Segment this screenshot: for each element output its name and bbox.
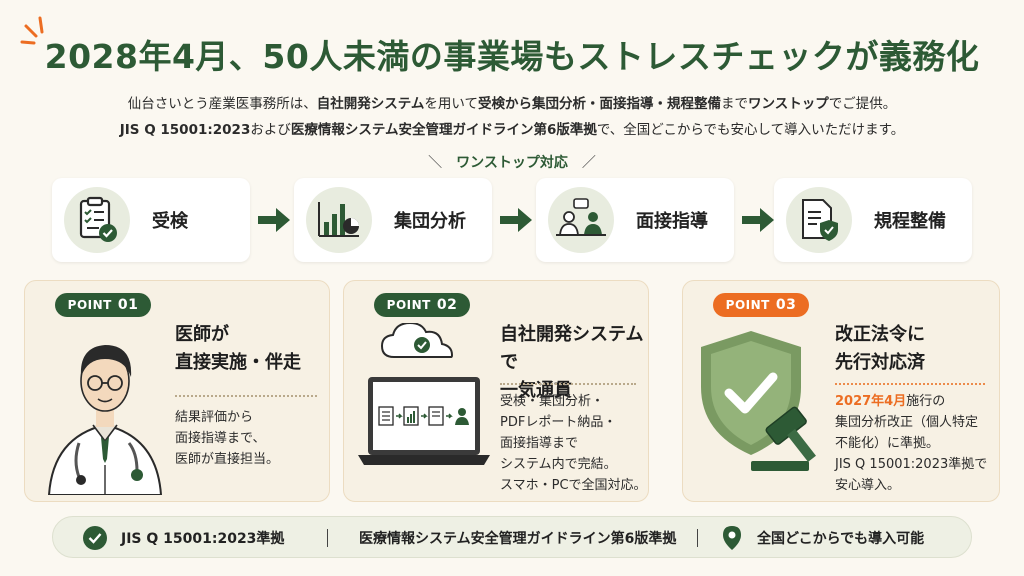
page-title: 2028年4月、50人未満の事業場もストレスチェックが義務化: [0, 30, 1024, 78]
point-title-line: 先行対応済: [835, 352, 925, 373]
subtitle-line1: 仙台さいとう産業医事務所は、自社開発システムを用いて受検から集団分析・面接指導・…: [0, 92, 1024, 112]
point-text: 2027年4月施行の 集団分析改正（個人特定 不能化）に準拠。 JIS Q 15…: [835, 391, 987, 496]
subtitle-text: でご提供。: [828, 96, 897, 112]
step-label: 受検: [152, 211, 188, 232]
arrow-right-icon: [500, 208, 532, 232]
point-title-line: 医師が: [175, 324, 229, 345]
subtitle-emphasis: ワンストップ: [747, 96, 829, 112]
compliance-label: 医療情報システム安全管理ガイドライン第6版準拠: [359, 531, 677, 547]
slash-left: ＼: [428, 155, 443, 171]
laptop-cloud-illustration: [358, 323, 490, 465]
point-text-line: 医師が直接担当。: [175, 452, 280, 467]
point-badge: POINT 03: [713, 293, 809, 317]
step-exam: 受検: [52, 178, 250, 262]
document-shield-icon: [786, 187, 852, 253]
step-label: 面接指導: [636, 211, 708, 232]
point-badge-label: POINT: [725, 298, 770, 312]
subtitle-emphasis: JIS Q 15001:2023: [119, 122, 251, 138]
subtitle-emphasis: 医療情報システム安全管理ガイドライン第6版準拠: [290, 122, 597, 138]
arrow-right-icon: [258, 208, 290, 232]
spark-accent-icon: [20, 16, 44, 45]
compliance-nationwide: 全国どこからでも導入可能: [723, 517, 924, 559]
step-interview: 面接指導: [536, 178, 734, 262]
arrow-right-icon: [742, 208, 774, 232]
compliance-label: JIS Q 15001:2023準拠: [121, 531, 285, 547]
point-text: 結果評価から 面接指導まで、 医師が直接担当。: [175, 407, 279, 470]
subtitle-emphasis: 受検から集団分析・面接指導・規程整備: [477, 96, 721, 112]
point-badge-label: POINT: [67, 298, 112, 312]
point-text-fragment: 施行の: [906, 394, 946, 409]
point-title: 医師が 直接実施・伴走: [175, 321, 301, 377]
title-part3: が義務化: [845, 37, 980, 76]
step-group-analysis: 集団分析: [294, 178, 492, 262]
point-title: 自社開発システムで 一気通貫: [500, 321, 648, 405]
title-part2: ストレスチェック: [577, 37, 846, 76]
point-badge: POINT 01: [55, 293, 151, 317]
point-text-line: JIS Q 15001:2023準拠で: [835, 457, 988, 472]
process-steps: 受検 集団分析: [52, 178, 972, 262]
step-label: 集団分析: [394, 211, 466, 232]
point-title-line: 直接実施・伴走: [175, 352, 301, 373]
point-text-line: 面接指導まで: [500, 436, 579, 451]
subtitle-text: および: [250, 122, 291, 138]
point-text-line: 2027年4月施行の: [835, 391, 987, 412]
point-badge-label: POINT: [386, 298, 431, 312]
highlight-date: 2027年4月: [835, 394, 907, 409]
point-title-line: 改正法令に: [835, 324, 925, 345]
point-badge-number: 02: [436, 297, 458, 313]
subtitle-text: を用いて: [424, 96, 478, 112]
clipboard-check-icon: [64, 187, 130, 253]
point-card-03: POINT 03 改正法令に 先行対応済 2027年4月施行の 集団分析改正（個人…: [682, 280, 1000, 502]
point-badge-number: 01: [117, 297, 139, 313]
point-title-line: 自社開発システムで: [500, 324, 644, 373]
onestop-label: ワンストップ対応: [456, 155, 568, 171]
point-card-02: POINT 02 自社開発システムで 一気通貫 受検・集団分析・ PDFレポート納…: [343, 280, 649, 502]
point-text-line: 面接指導まで、: [175, 431, 266, 446]
subtitle-text: で、全国どこからでも安心して導入いただけます。: [596, 122, 905, 138]
point-text-line: スマホ・PCで全国対応。: [500, 478, 647, 493]
point-text-line: 不能化）に準拠。: [835, 436, 940, 451]
subtitle-line2: JIS Q 15001:2023および医療情報システム安全管理ガイドライン第6版…: [0, 118, 1024, 138]
compliance-label: 全国どこからでも導入可能: [757, 531, 925, 547]
onestop-heading: ＼ ワンストップ対応 ／: [0, 152, 1024, 172]
slash-right: ／: [581, 155, 596, 171]
dotted-divider: [835, 383, 985, 385]
subtitle-text: まで: [720, 96, 748, 112]
point-text-line: 受検・集団分析・: [500, 394, 605, 409]
dotted-divider: [500, 383, 636, 385]
check-circle-icon: [83, 526, 107, 550]
point-text-line: PDFレポート納品・: [500, 415, 617, 430]
step-regulations: 規程整備: [774, 178, 972, 262]
bar-pie-chart-icon: [306, 187, 372, 253]
point-text-line: 安心導入。: [835, 478, 901, 493]
point-text-line: システム内で完結。: [500, 457, 617, 472]
subtitle-text: 仙台さいとう産業医事務所は、: [127, 96, 317, 112]
mini-checklist-icon: [378, 406, 394, 426]
point-badge-number: 03: [775, 297, 797, 313]
compliance-jis: JIS Q 15001:2023準拠: [83, 517, 284, 559]
point-badge: POINT 02: [374, 293, 470, 317]
compliance-guideline: 医療情報システム安全管理ガイドライン第6版準拠: [359, 517, 676, 559]
point-title: 改正法令に 先行対応済: [835, 321, 925, 377]
separator: [327, 529, 328, 547]
map-pin-icon: [723, 526, 741, 550]
compliance-bar: JIS Q 15001:2023準拠 医療情報システム安全管理ガイドライン第6版…: [52, 516, 972, 558]
point-title-line: 一気通貫: [500, 380, 572, 401]
step-label: 規程整備: [874, 211, 946, 232]
shield-gavel-icon: [701, 331, 816, 471]
point-text-line: 結果評価から: [175, 410, 254, 425]
dotted-divider: [175, 395, 317, 397]
doctor-illustration: [47, 345, 163, 495]
subtitle-emphasis: 自社開発システム: [316, 96, 425, 112]
interview-icon: [548, 187, 614, 253]
title-part1: 2028年4月、50人未満の事業場も: [44, 37, 578, 76]
point-text: 受検・集団分析・ PDFレポート納品・ 面接指導まで システム内で完結。 スマホ…: [500, 391, 647, 496]
point-text-line: 集団分析改正（個人特定: [835, 415, 979, 430]
separator: [697, 529, 698, 547]
